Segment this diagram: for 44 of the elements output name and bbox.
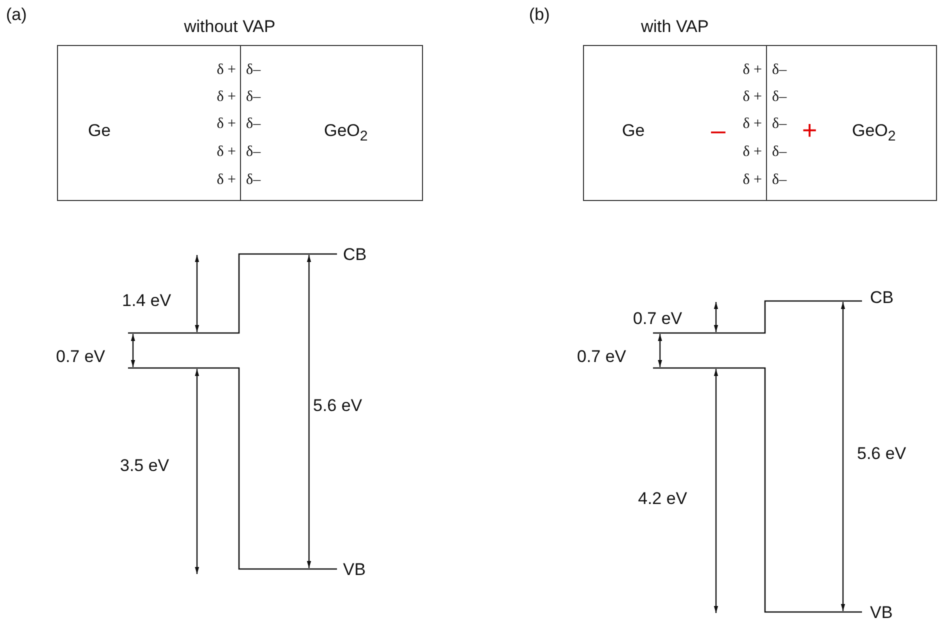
material-label: GeO$_{2}$ <box>324 122 368 144</box>
partial-charge-label: δ + <box>742 173 762 188</box>
material-label: Ge <box>622 122 645 139</box>
partial-charge-label: δ + <box>216 117 236 132</box>
partial-charge-label: δ– <box>772 90 787 105</box>
panel-title: with VAP <box>641 18 709 35</box>
panel-label: (b) <box>529 6 550 23</box>
energy-label: 1.4 eV <box>122 292 172 309</box>
energy-label: 0.7 eV <box>633 310 682 327</box>
band-label: CB <box>870 289 894 306</box>
panel-title: without VAP <box>184 18 276 35</box>
partial-charge-label: δ– <box>246 63 261 78</box>
partial-charge-label: δ– <box>772 173 787 188</box>
panel-label: (a) <box>6 6 27 23</box>
partial-charge-label: δ– <box>772 145 787 160</box>
partial-charge-label: δ– <box>246 90 261 105</box>
material-label: Ge <box>88 122 111 139</box>
material-label: GeO$_{2}$ <box>852 122 896 144</box>
energy-label: 4.2 eV <box>638 490 688 507</box>
partial-charge-label: δ + <box>216 145 236 160</box>
partial-charge-label: δ + <box>216 63 236 78</box>
band-label: VB <box>870 604 893 621</box>
band-label: VB <box>343 561 366 578</box>
partial-charge-label: δ + <box>742 90 762 105</box>
energy-label: 0.7 eV <box>56 348 106 365</box>
energy-label: 5.6 eV <box>857 445 906 462</box>
energy-label: 3.5 eV <box>120 457 170 474</box>
partial-charge-label: δ– <box>772 63 787 78</box>
partial-charge-label: δ + <box>742 63 762 78</box>
energy-label: 0.7 eV <box>577 348 626 365</box>
positive-charge-sign: + <box>802 117 818 143</box>
partial-charge-label: δ– <box>246 173 261 188</box>
partial-charge-label: δ + <box>742 117 762 132</box>
partial-charge-label: δ + <box>216 173 236 188</box>
partial-charge-label: δ– <box>246 145 261 160</box>
negative-charge-sign: – <box>711 117 726 143</box>
partial-charge-label: δ– <box>772 117 787 132</box>
partial-charge-label: δ– <box>246 117 261 132</box>
energy-label: 5.6 eV <box>313 397 362 414</box>
partial-charge-label: δ + <box>216 90 236 105</box>
interface-box <box>583 45 937 201</box>
partial-charge-label: δ + <box>742 145 762 160</box>
interface-box <box>57 45 423 201</box>
band-label: CB <box>343 246 367 263</box>
